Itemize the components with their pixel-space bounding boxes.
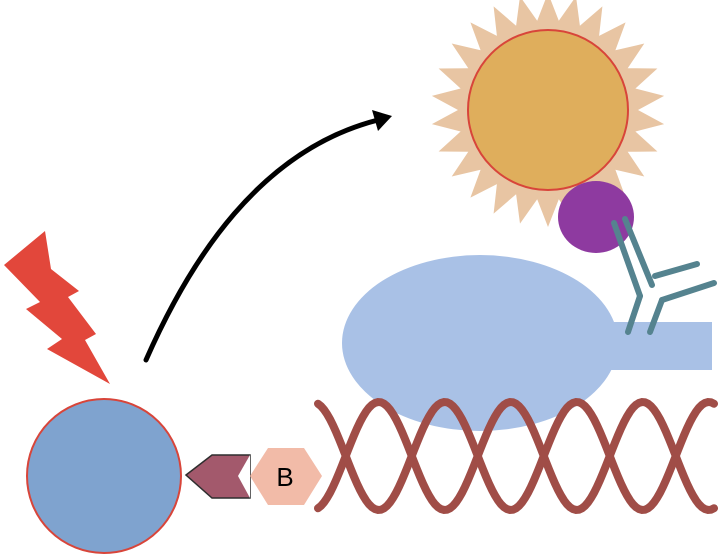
antibody-stem-1 bbox=[625, 293, 643, 335]
antibody-arm-upper-1 bbox=[611, 220, 643, 299]
antibody-arm-right-2 bbox=[652, 261, 700, 279]
antibody-icon bbox=[611, 216, 717, 335]
receptor bbox=[342, 255, 712, 431]
arrow-icon bbox=[143, 110, 392, 363]
antibody-arm-upper-2 bbox=[622, 216, 655, 288]
biotin-hexagon bbox=[250, 448, 322, 505]
sun-icon bbox=[431, 0, 665, 227]
antibody-arm-right-1 bbox=[659, 280, 717, 303]
biotin-label: B bbox=[276, 462, 293, 492]
antibody-stem-2 bbox=[647, 297, 665, 335]
receptor-stem bbox=[585, 322, 712, 370]
purple-blob bbox=[558, 181, 634, 253]
dna-strand-2 bbox=[314, 397, 718, 515]
arrow-head bbox=[372, 110, 392, 131]
bead bbox=[26, 398, 182, 554]
receptor-body bbox=[342, 255, 618, 431]
arrow-shaft bbox=[143, 117, 381, 363]
linker-notch bbox=[238, 455, 250, 498]
biotin-hexagon-icon: B bbox=[250, 448, 322, 505]
dna-helix-icon bbox=[314, 397, 718, 515]
sun-core bbox=[467, 29, 629, 191]
dna-strand-1 bbox=[314, 397, 718, 515]
lightning-bolt-icon bbox=[4, 231, 110, 384]
